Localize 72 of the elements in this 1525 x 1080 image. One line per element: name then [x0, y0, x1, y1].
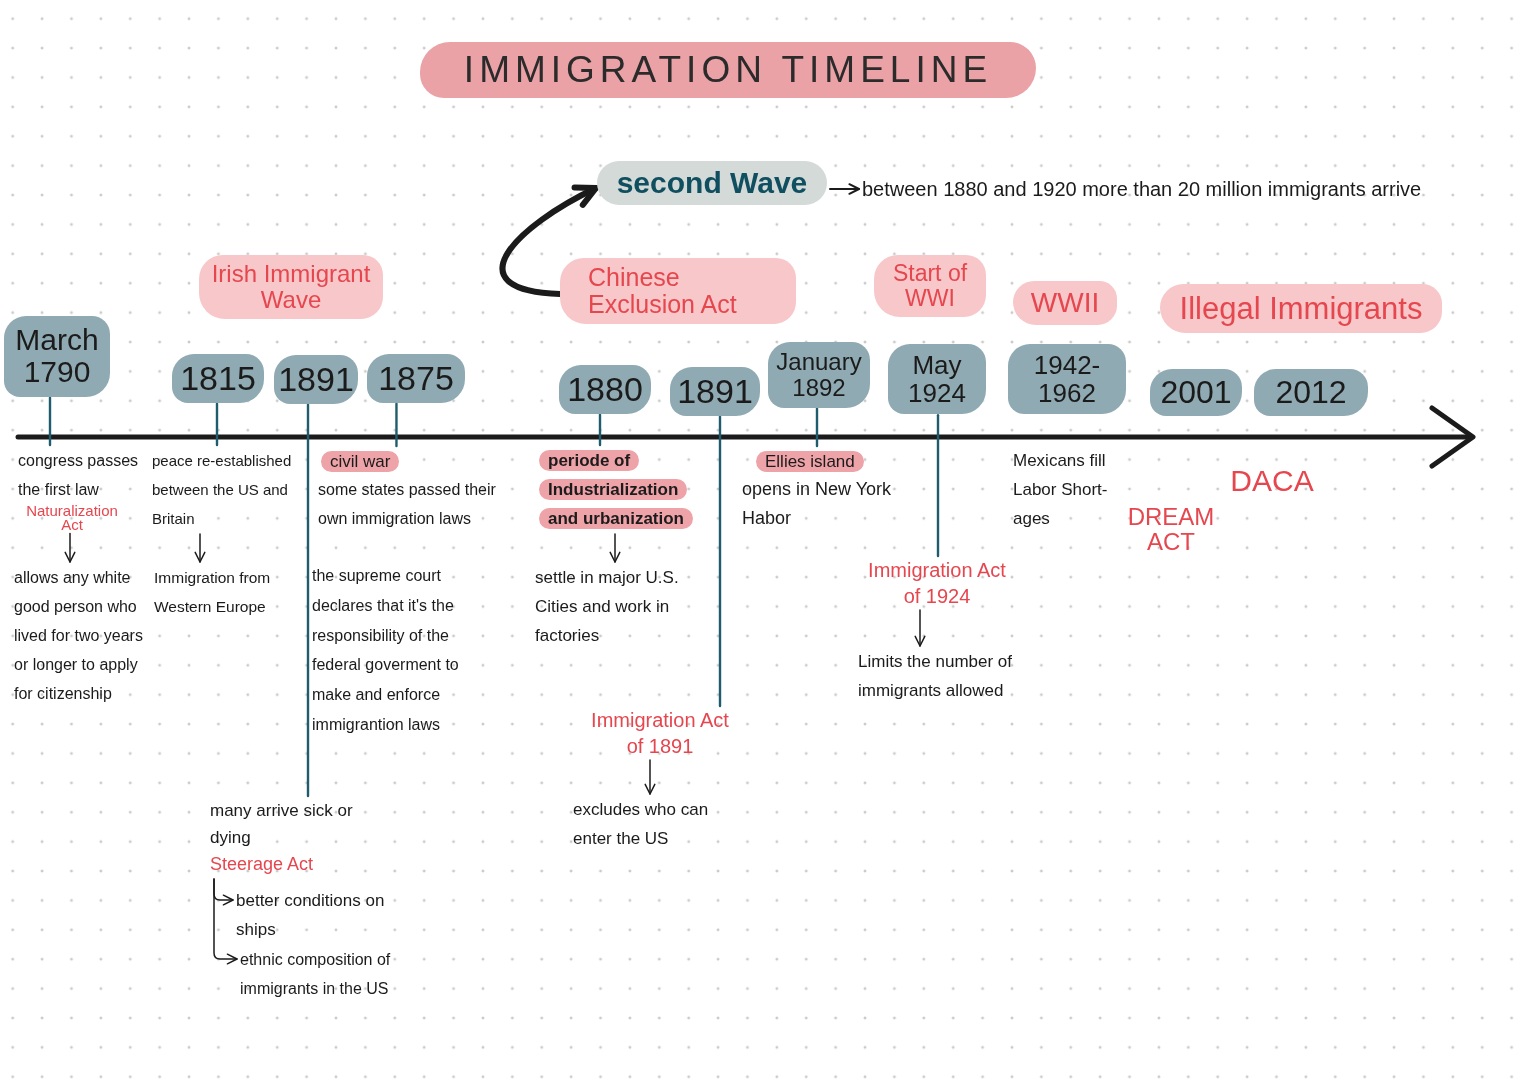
date-blob — [1008, 344, 1126, 415]
note-text: Limits the number of immigrants allowed — [858, 647, 1040, 705]
arrow — [213, 878, 238, 965]
arrow — [609, 533, 621, 563]
date-text: 2001 — [1160, 375, 1232, 410]
connector-line — [306, 403, 310, 798]
highlight-blob — [874, 255, 986, 317]
curved-arrow — [500, 185, 599, 297]
event-heading: Illegal Immigrants — [1179, 292, 1423, 326]
connector-line — [598, 413, 602, 447]
event-heading: Start of WWI — [891, 261, 969, 311]
wave-heading: second Wave — [616, 167, 808, 200]
highlight-blob — [1160, 284, 1442, 334]
date-text: January 1892 — [775, 349, 863, 401]
date-text: 1880 — [567, 371, 643, 408]
note-text: peace re-established between the US and Britain — [152, 446, 304, 533]
connector-line — [718, 415, 722, 708]
date-text: 1875 — [378, 360, 454, 397]
title: IMMIGRATION TIMELINE — [420, 42, 1036, 98]
connector-line — [48, 396, 52, 447]
date-blob — [4, 316, 110, 397]
date-blob — [367, 354, 465, 403]
event-heading: WWII — [1030, 288, 1100, 319]
note-text: some states passed their own immigration laws — [318, 480, 497, 529]
note-text: many arrive sick or dying — [210, 800, 354, 849]
note-text: Immigration from Western Europe — [154, 563, 304, 621]
highlight-blob — [560, 258, 796, 324]
note-text: ethnic composition of immigrants in the US — [240, 945, 418, 1003]
connector-line — [395, 402, 398, 448]
arrow — [64, 532, 76, 563]
arrow — [644, 759, 656, 795]
act-name: Naturalization Act — [25, 504, 119, 533]
note-text: better conditions on ships — [236, 886, 412, 944]
date-blob — [768, 342, 870, 408]
highlight-blob — [597, 161, 827, 206]
event-heading: Chinese Exclusion Act — [588, 264, 738, 318]
note-text: the supreme court declares that it's the responsibility of the federal goverment to make and enforce immigrantion laws — [312, 566, 460, 735]
note-text: between 1880 and 1920 more than 20 million immigrants arrive — [862, 176, 1512, 202]
date-text: 1891 — [677, 373, 753, 410]
date-blob — [1254, 369, 1368, 416]
date-text: 1942- 1962 — [1032, 351, 1102, 408]
date-blob — [274, 355, 358, 404]
date-text: 2012 — [1275, 375, 1347, 410]
date-blob — [172, 354, 264, 403]
connector-line — [815, 407, 819, 448]
arrow — [829, 183, 860, 195]
connector-line — [936, 413, 940, 558]
date-text: March 1790 — [14, 324, 100, 389]
note-text: settle in major U.S. Cities and work in factories — [535, 563, 713, 650]
act-name: Steerage Act — [210, 853, 315, 876]
note-text: allows any white good person who lived for two years or longer to apply for citizenship — [14, 563, 150, 708]
connector-line — [215, 402, 219, 447]
event-heading: Irish Immigrant Wave — [210, 261, 372, 313]
date-blob — [670, 367, 760, 416]
note-text: congress passes the first law — [18, 451, 140, 500]
act-name: DREAM ACT — [1126, 504, 1216, 555]
date-text: 1815 — [180, 360, 256, 397]
date-blob — [559, 365, 651, 414]
act-name: Immigration Act of 1924 — [862, 557, 1012, 609]
date-text: 1891 — [278, 361, 354, 398]
note-text: excludes who can enter the US — [573, 795, 743, 853]
highlight-blob — [1013, 281, 1117, 326]
arrow — [194, 533, 206, 563]
note-text: opens in New York Habor — [742, 478, 893, 530]
date-text: May 1924 — [907, 351, 967, 408]
date-blob — [1150, 369, 1242, 416]
act-name: Immigration Act of 1891 — [585, 707, 735, 759]
note-text: Mexicans fill Labor Short- ages — [1013, 450, 1109, 530]
date-blob — [888, 344, 986, 415]
highlight-blob — [199, 255, 383, 319]
arrow — [914, 609, 926, 647]
act-name: DACA — [1230, 464, 1314, 497]
